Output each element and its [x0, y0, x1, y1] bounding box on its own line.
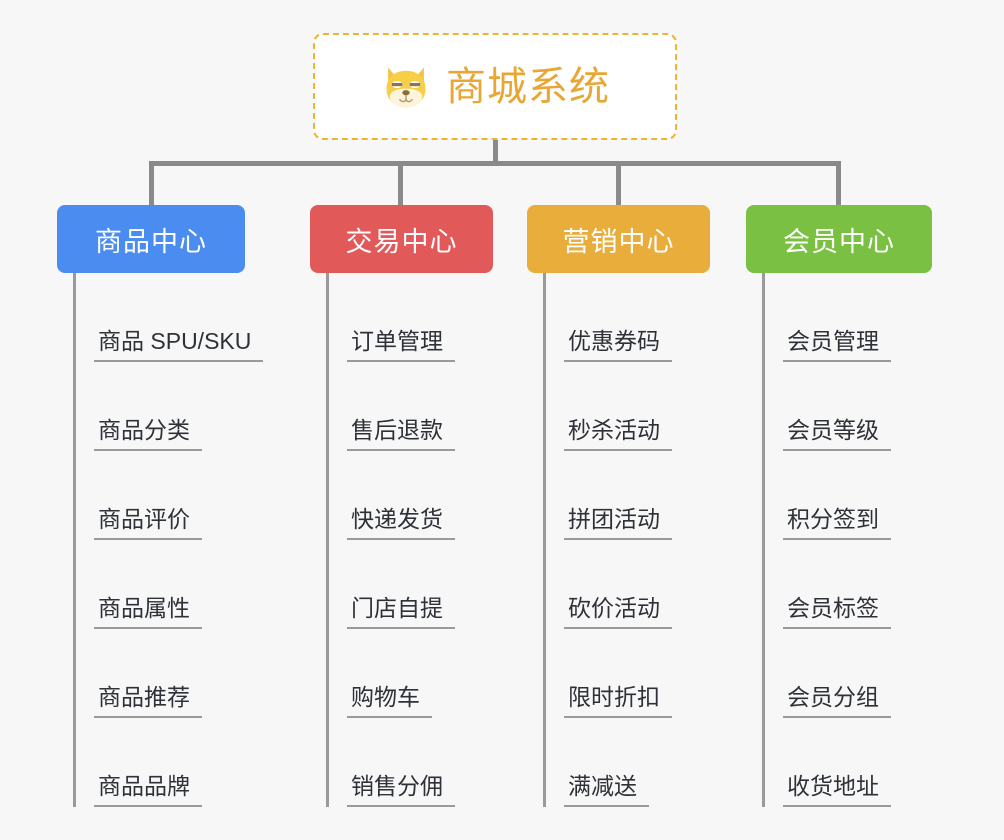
branch-children-2: 订单管理 售后退款 快递发货 门店自提 购物车 销售分佣 — [310, 273, 493, 807]
child-label: 销售分佣 — [347, 773, 455, 807]
root-node-title: 商城系统 — [446, 64, 610, 109]
branch-header-label-2: 交易中心 — [345, 226, 458, 257]
list-item[interactable]: 收货地址 — [762, 718, 932, 807]
list-item[interactable]: 会员等级 — [762, 362, 932, 451]
child-label: 收货地址 — [783, 773, 891, 807]
child-label: 会员等级 — [783, 417, 891, 451]
branch-header-3[interactable]: 营销中心 — [527, 205, 710, 273]
list-item[interactable]: 优惠券码 — [543, 273, 710, 362]
list-item[interactable]: 订单管理 — [326, 273, 493, 362]
child-label: 商品推荐 — [94, 684, 202, 718]
shiba-dog-face-icon — [386, 67, 426, 107]
connector-drop-2 — [398, 161, 403, 207]
list-item[interactable]: 售后退款 — [326, 362, 493, 451]
root-node-shopping-mall-system[interactable]: 商城系统 — [313, 33, 677, 140]
child-label: 拼团活动 — [564, 506, 672, 540]
child-label: 商品分类 — [94, 417, 202, 451]
child-label: 门店自提 — [347, 595, 455, 629]
child-label: 商品属性 — [94, 595, 202, 629]
list-item[interactable]: 商品 SPU/SKU — [73, 273, 264, 362]
list-item[interactable]: 商品评价 — [73, 451, 245, 540]
list-item[interactable]: 限时折扣 — [543, 629, 710, 718]
list-item[interactable]: 购物车 — [326, 629, 493, 718]
branch-header-label-4: 会员中心 — [783, 226, 895, 257]
child-label: 会员标签 — [783, 595, 891, 629]
list-item[interactable]: 会员标签 — [762, 540, 932, 629]
branch-spine-4 — [762, 273, 765, 807]
list-item[interactable]: 商品属性 — [73, 540, 245, 629]
list-item[interactable]: 商品品牌 — [73, 718, 245, 807]
list-item[interactable]: 满减送 — [543, 718, 710, 807]
branch-column-4: 会员中心 会员管理 会员等级 积分签到 会员标签 会员分组 收货地址 — [746, 205, 932, 807]
list-item[interactable]: 商品分类 — [73, 362, 245, 451]
connector-horizontal-bus — [149, 161, 841, 166]
connector-drop-1 — [149, 161, 154, 207]
branch-header-label-1: 商品中心 — [95, 226, 207, 257]
branch-column-2: 交易中心 订单管理 售后退款 快递发货 门店自提 购物车 销售分佣 — [310, 205, 493, 807]
branch-header-label-3: 营销中心 — [562, 226, 675, 257]
branch-column-3: 营销中心 优惠券码 秒杀活动 拼团活动 砍价活动 限时折扣 满减送 — [527, 205, 710, 807]
branch-header-1[interactable]: 商品中心 — [57, 205, 245, 273]
list-item[interactable]: 积分签到 — [762, 451, 932, 540]
child-label: 订单管理 — [347, 328, 455, 362]
child-label: 快递发货 — [347, 506, 455, 540]
list-item[interactable]: 快递发货 — [326, 451, 493, 540]
child-label: 商品 SPU/SKU — [94, 328, 264, 362]
child-label: 商品品牌 — [94, 773, 202, 807]
connector-drop-3 — [616, 161, 621, 207]
branch-spine-1 — [73, 273, 76, 807]
connector-drop-4 — [836, 161, 841, 207]
list-item[interactable]: 拼团活动 — [543, 451, 710, 540]
branch-header-4[interactable]: 会员中心 — [746, 205, 932, 273]
list-item[interactable]: 门店自提 — [326, 540, 493, 629]
child-label: 积分签到 — [783, 506, 891, 540]
child-label: 售后退款 — [347, 417, 455, 451]
list-item[interactable]: 秒杀活动 — [543, 362, 710, 451]
list-item[interactable]: 销售分佣 — [326, 718, 493, 807]
child-label: 满减送 — [564, 773, 649, 807]
branch-header-2[interactable]: 交易中心 — [310, 205, 493, 273]
branch-children-1: 商品 SPU/SKU 商品分类 商品评价 商品属性 商品推荐 商品品牌 — [57, 273, 264, 807]
list-item[interactable]: 商品推荐 — [73, 629, 245, 718]
child-label: 砍价活动 — [564, 595, 672, 629]
child-label: 秒杀活动 — [564, 417, 672, 451]
child-label: 会员分组 — [783, 684, 891, 718]
list-item[interactable]: 会员管理 — [762, 273, 932, 362]
branch-spine-3 — [543, 273, 546, 807]
branch-spine-2 — [326, 273, 329, 807]
child-label: 购物车 — [347, 684, 432, 718]
list-item[interactable]: 会员分组 — [762, 629, 932, 718]
list-item[interactable]: 砍价活动 — [543, 540, 710, 629]
branch-children-4: 会员管理 会员等级 积分签到 会员标签 会员分组 收货地址 — [746, 273, 932, 807]
child-label: 限时折扣 — [564, 684, 672, 718]
connector-root-vertical — [493, 140, 498, 166]
child-label: 优惠券码 — [564, 328, 672, 362]
branch-children-3: 优惠券码 秒杀活动 拼团活动 砍价活动 限时折扣 满减送 — [527, 273, 710, 807]
branch-column-1: 商品中心 商品 SPU/SKU 商品分类 商品评价 商品属性 商品推荐 商品品牌 — [57, 205, 264, 807]
child-label: 商品评价 — [94, 506, 202, 540]
child-label: 会员管理 — [783, 328, 891, 362]
